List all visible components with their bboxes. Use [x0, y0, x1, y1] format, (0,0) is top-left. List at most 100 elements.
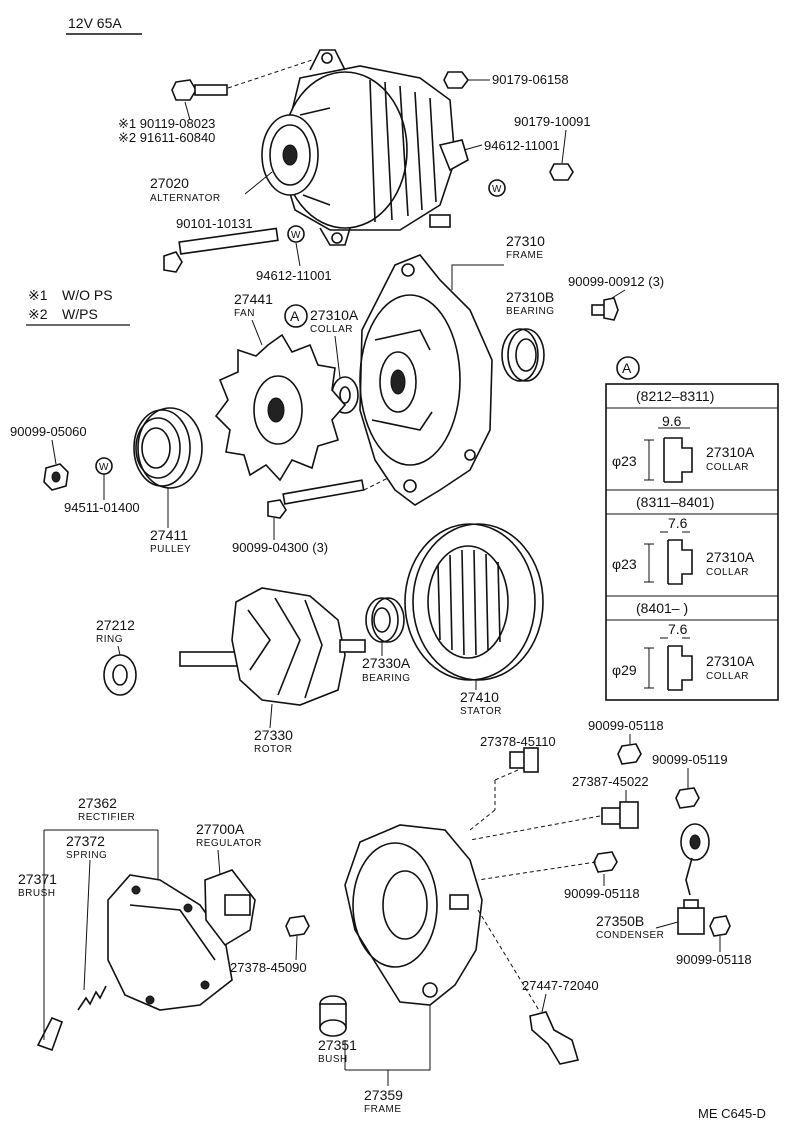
detail-row-2-name: COLLAR — [706, 567, 749, 578]
label-90179-10091: 90179-10091 — [514, 114, 591, 129]
legend-mark-2: ※2 — [28, 306, 48, 322]
detail-row-3-dia: φ29 — [612, 662, 637, 678]
detail-row-1-range: (8212–8311) — [636, 388, 714, 404]
label-spring-name: SPRING — [66, 850, 107, 861]
label-alternator-name: ALTERNATOR — [150, 193, 221, 204]
label-94612-a: 94612-11001 — [484, 138, 560, 153]
nut-90179-06158 — [443, 71, 469, 89]
label-condenser-name: CONDENSER — [596, 930, 664, 941]
label-brush-name: BRUSH — [18, 888, 56, 899]
bush-27351 — [319, 995, 347, 1037]
terminal-27387-45022 — [601, 801, 639, 829]
detail-row-2-width: 7.6 — [668, 515, 688, 531]
alternator-drawing — [261, 49, 469, 246]
fan-27441 — [214, 333, 347, 482]
detail-table-marker: A — [622, 360, 632, 376]
bolt-90119 — [171, 79, 228, 101]
detail-table: A (8212–8311) (8311–8401) (8401– ) 9.6 φ… — [605, 356, 779, 701]
detail-row-3-num: 27310A — [706, 653, 755, 669]
label-rotor-name: ROTOR — [254, 744, 292, 755]
detail-row-2-num: 27310A — [706, 549, 755, 565]
label-frame-rear-name: FRAME — [364, 1104, 402, 1115]
svg-text:W: W — [99, 462, 109, 473]
label-pulley-num: 27411 — [150, 527, 188, 543]
label-condenser-num: 27350B — [596, 913, 644, 929]
front-frame-drawing — [359, 254, 493, 506]
label-pulley-name: PULLEY — [150, 544, 191, 555]
detail-row-3-range: (8401– ) — [636, 600, 688, 616]
brush-27371 — [36, 1016, 64, 1052]
diagram-title: 12V 65A — [68, 15, 122, 31]
label-bearing-rear-num: 27330A — [362, 655, 411, 671]
label-90099-05118-a: 90099-05118 — [588, 718, 664, 733]
nut-90099-05118-c — [709, 915, 731, 937]
ring-27212 — [103, 654, 137, 696]
label-brush-num: 27371 — [18, 871, 57, 887]
label-frame-front-num: 27310 — [506, 233, 545, 249]
screw-90099-04300 — [267, 479, 365, 519]
screw-27378-45090 — [285, 915, 310, 937]
detail-row-1-num: 27310A — [706, 444, 755, 460]
label-bush-name: BUSH — [318, 1054, 348, 1065]
bearing-27310b — [501, 328, 545, 382]
rear-frame-27359 — [344, 824, 483, 1006]
legend-text-1: W/O PS — [62, 287, 113, 303]
label-90099-04300: 90099-04300 (3) — [232, 540, 328, 555]
nut-90179-10091 — [549, 163, 574, 181]
label-ring-name: RING — [96, 634, 123, 645]
label-bearing-rear-name: BEARING — [362, 673, 411, 684]
bolt-90101 — [163, 227, 279, 273]
label-regulator-name: REGULATOR — [196, 838, 262, 849]
label-spring-num: 27372 — [66, 833, 105, 849]
legend-mark-1: ※1 — [28, 287, 48, 303]
label-90099-05119: 90099-05119 — [652, 752, 728, 767]
label-regulator-num: 27700A — [196, 821, 245, 837]
detail-row-3-name: COLLAR — [706, 671, 749, 682]
terminal-27378-45110 — [509, 747, 539, 773]
spring-27372 — [77, 985, 107, 1011]
label-94612-b: 94612-11001 — [256, 268, 332, 283]
detail-row-2-dia: φ23 — [612, 556, 637, 572]
label-bush-num: 27351 — [318, 1037, 357, 1053]
label-27447: 27447-72040 — [522, 978, 599, 993]
washer-94612-b: W — [287, 225, 305, 243]
label-fan-name: FAN — [234, 308, 255, 319]
label-90179-06158: 90179-06158 — [492, 72, 569, 87]
label-collar-name: COLLAR — [310, 324, 353, 335]
label-90101: 90101-10131 — [176, 216, 253, 231]
svg-text:W: W — [291, 230, 301, 241]
label-collar-num: 27310A — [310, 307, 359, 323]
svg-text:W: W — [492, 184, 502, 195]
detail-row-3-width: 7.6 — [668, 621, 688, 637]
bracket-27447 — [529, 1011, 580, 1065]
detail-row-1-name: COLLAR — [706, 462, 749, 473]
label-90099-00912: 90099-00912 (3) — [568, 274, 664, 289]
label-bearing-front-num: 27310B — [506, 289, 554, 305]
washer-94612-a: W — [488, 179, 506, 197]
label-ring-num: 27212 — [96, 617, 135, 633]
label-frame-rear-num: 27359 — [364, 1087, 403, 1103]
condenser-27350b — [677, 823, 710, 935]
label-fan-num: 27441 — [234, 291, 273, 307]
label-alternator-num: 27020 — [150, 175, 189, 191]
detail-row-1-width: 9.6 — [662, 413, 682, 429]
label-27387: 27387-45022 — [572, 774, 649, 789]
legend-text-2: W/PS — [62, 306, 98, 322]
rotor-27330 — [179, 587, 366, 706]
detail-row-2-range: (8311–8401) — [636, 494, 714, 510]
label-rectifier-num: 27362 — [78, 795, 117, 811]
nut-90099-05119 — [675, 787, 700, 809]
washer-94511: W — [95, 457, 113, 475]
label-stator-name: STATOR — [460, 706, 502, 717]
nut-90099-05118-a — [617, 743, 642, 765]
label-p2: ※2 91611-60840 — [118, 130, 215, 145]
label-27378-45090: 27378-45090 — [230, 960, 307, 975]
screw-90099-00912 — [591, 297, 619, 321]
label-94511: 94511-01400 — [64, 500, 140, 515]
label-90099-05060: 90099-05060 — [10, 424, 87, 439]
label-rotor-num: 27330 — [254, 727, 293, 743]
collar-marker: A — [290, 308, 300, 324]
label-90099-05118-c: 90099-05118 — [676, 952, 752, 967]
